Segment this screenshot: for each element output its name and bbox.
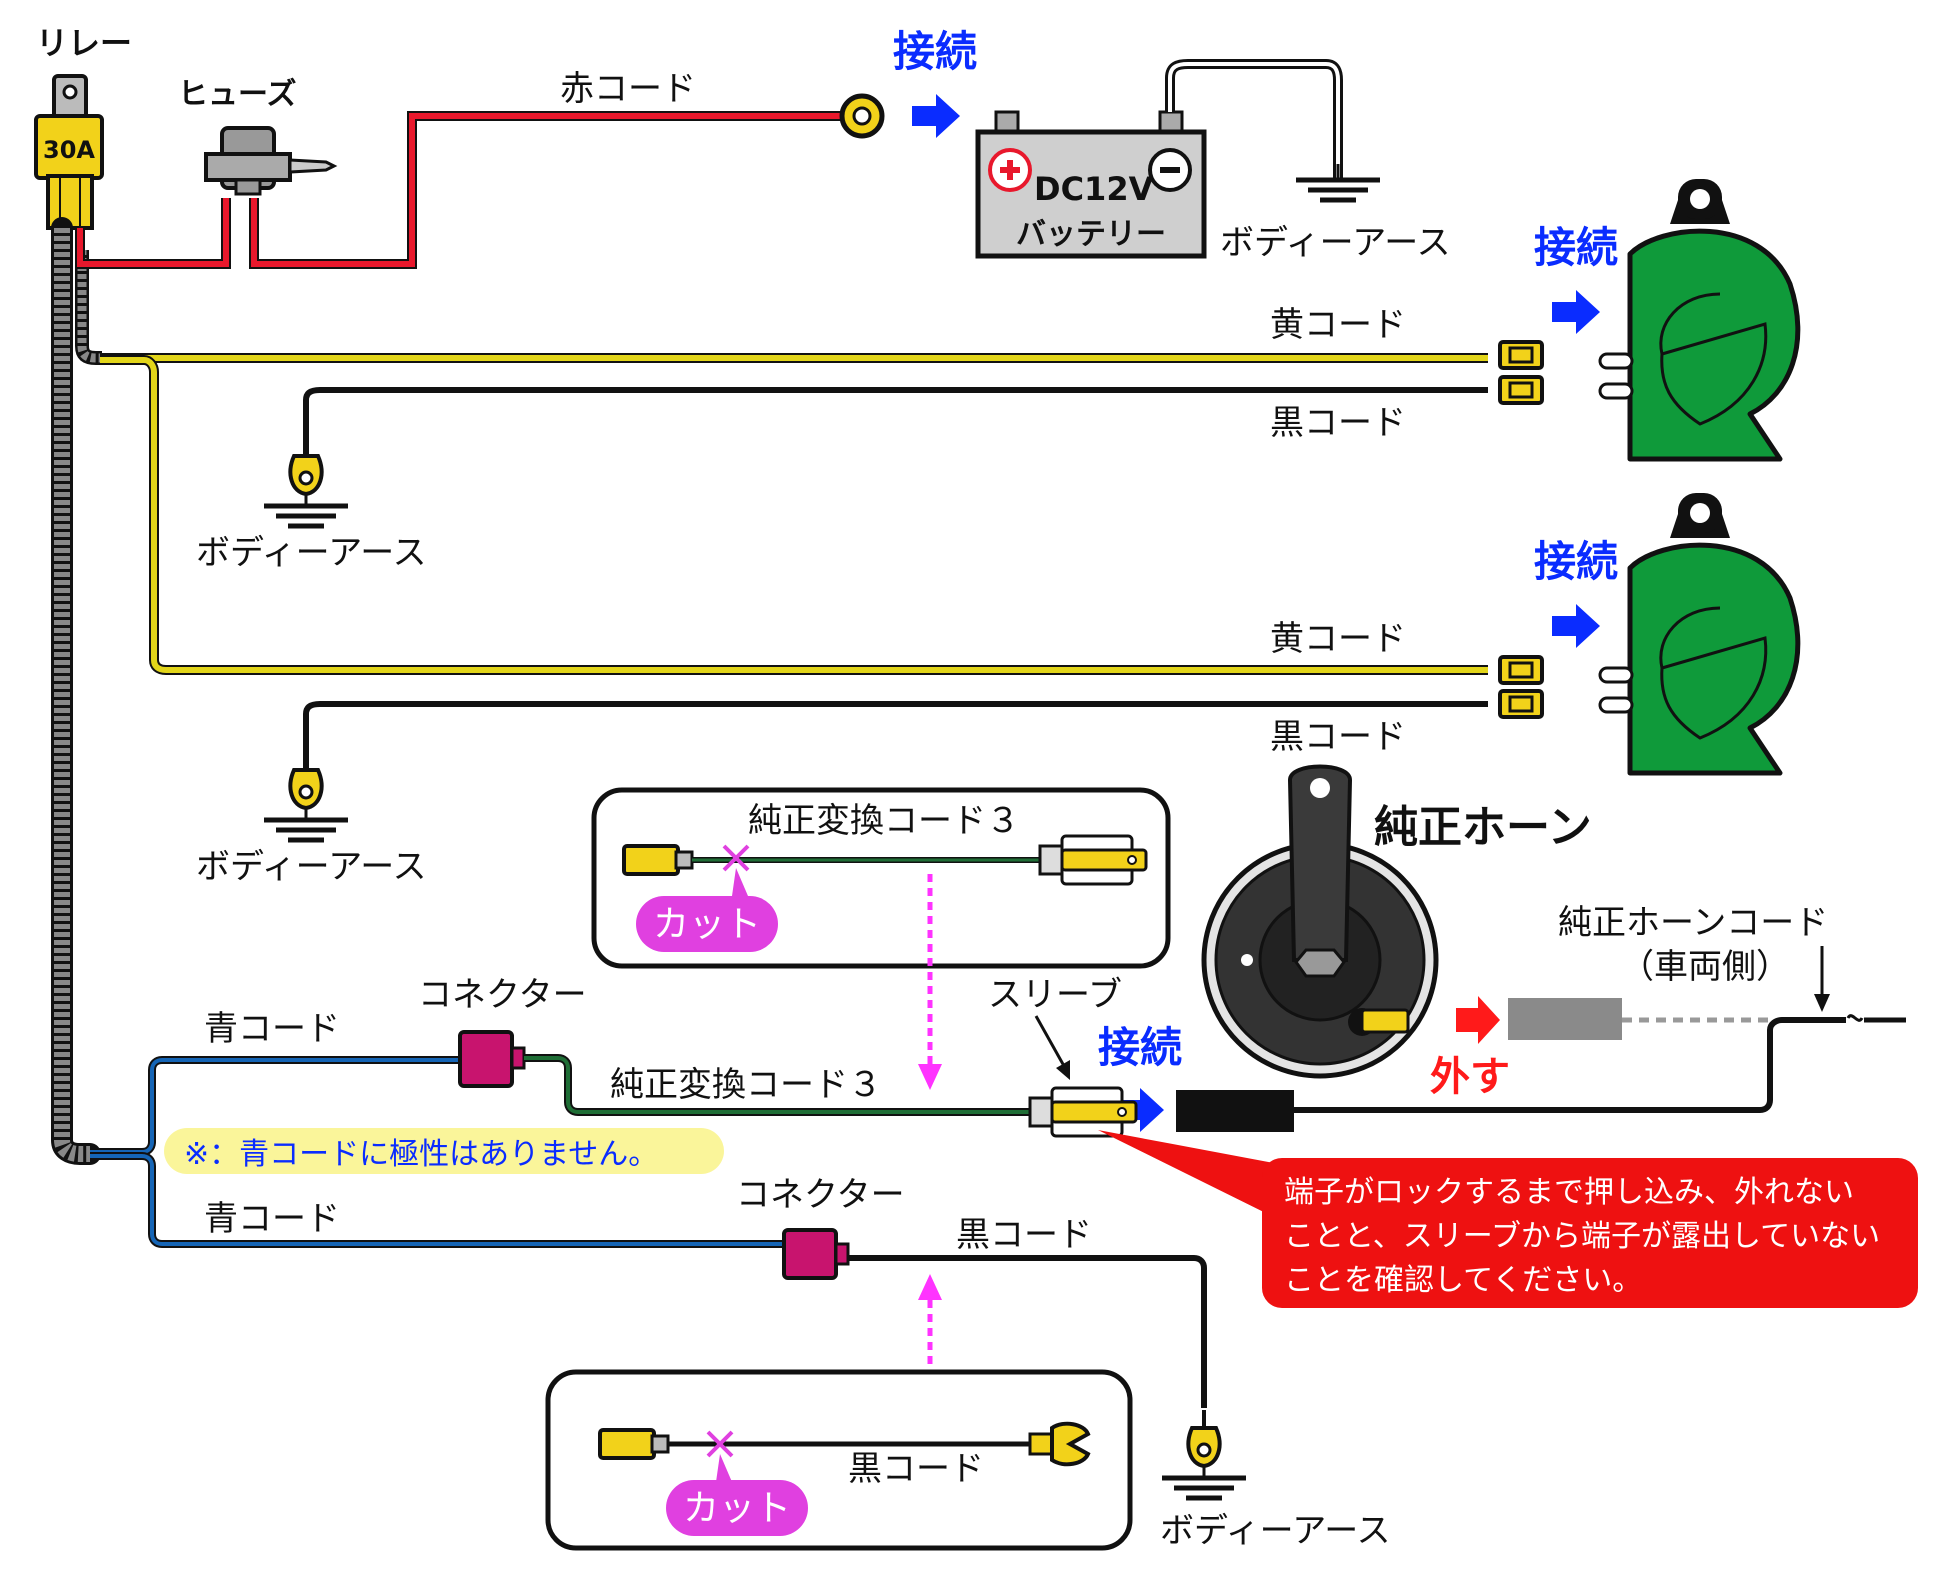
yellow-cord-label-1: 黄コード [1270, 305, 1406, 345]
cut-bubble-2 [666, 1480, 808, 1536]
body-earth-label-4: ボディーアース [1160, 1511, 1391, 1551]
cut-label-1: カット [653, 904, 761, 945]
black-wire-1 [303, 387, 1488, 464]
blue-cord-label-2: 青コード [204, 1199, 340, 1239]
polarity-note: ※：青コードに極性はありません。 [184, 1137, 658, 1172]
ground-icon [264, 438, 348, 526]
cut-bubble-1 [636, 896, 778, 952]
arrow-right-icon [1456, 996, 1500, 1044]
conv-cord-label-main: 純正変換コード３ [610, 1065, 882, 1105]
harness-tube [54, 228, 90, 1162]
connector-icon [782, 1228, 850, 1280]
vehicle-side-label: （車両側） [1620, 947, 1790, 987]
conv-cord-label-box: 純正変換コード３ [748, 801, 1020, 841]
connect-label-sleeve: 接続 [1098, 1023, 1182, 1072]
black-cord-label-2: 黒コード [1270, 717, 1406, 757]
connect-label-battery: 接続 [893, 27, 977, 76]
arrow-right-icon [912, 94, 960, 138]
arrow-up-icon [918, 1274, 942, 1300]
yellow-cord-label-2: 黄コード [1270, 619, 1406, 659]
black-wire-2 [303, 701, 1488, 778]
ground-icon [264, 752, 348, 840]
flat-terminal-icon [1498, 689, 1544, 719]
genuine-horn-cord-plug [1176, 1090, 1294, 1132]
connector-icon [458, 1030, 526, 1088]
connect-label-horn1: 接続 [1534, 223, 1618, 272]
ring-terminal-icon [839, 93, 885, 139]
genuine-horn-label: 純正ホーン [1374, 802, 1592, 853]
body-earth-label-1: ボディーアース [1220, 223, 1451, 263]
red-cord-label: 赤コード [560, 69, 696, 109]
genuine-horn-connector [1508, 998, 1622, 1040]
blue-cord-label-1: 青コード [204, 1009, 340, 1049]
genuine-horn-cord-label: 純正ホーンコード [1558, 903, 1828, 943]
black-cord-label-box: 黒コード [848, 1449, 984, 1489]
connect-label-horn2: 接続 [1534, 537, 1618, 586]
flat-terminal-icon [1498, 375, 1544, 405]
new-horn-label-1: 新設ホーン [1805, 267, 1944, 474]
black-cord-label-3: 黒コード [956, 1215, 1092, 1255]
red-wire-b [251, 113, 852, 267]
black-wire-3 [848, 1255, 1207, 1408]
connector-label-1: コネクター [418, 975, 587, 1015]
flat-terminal-icon [1498, 340, 1544, 370]
horn-icon [1600, 179, 1798, 459]
connector-label-2: コネクター [736, 1175, 905, 1215]
fuse-label: ヒューズ [178, 77, 297, 112]
horn-icon [1600, 493, 1798, 773]
remove-label: 外す [1430, 1054, 1510, 1100]
relay-icon: 30A [34, 74, 104, 230]
relay-rating: 30A [43, 136, 95, 164]
arrow-down-icon [918, 1064, 942, 1090]
warning-bubble [1262, 1158, 1918, 1308]
cut-label-2: カット [683, 1488, 791, 1529]
battery-icon [975, 110, 1207, 259]
polarity-note-bubble [164, 1128, 724, 1174]
ground-icon [1296, 164, 1380, 200]
body-earth-label-3: ボディーアース [196, 847, 427, 887]
battery-label: バッテリー [1016, 217, 1166, 252]
sleeve-terminal-icon [1038, 834, 1148, 886]
cut-mark-icon [722, 844, 750, 896]
horn-icon [1201, 764, 1439, 1079]
blue-wire-1 [90, 1058, 460, 1154]
warning-line-2: ことと、スリーブから端子が露出していない [1284, 1219, 1880, 1254]
fuse-icon [204, 126, 338, 196]
arrow-right-icon [1552, 604, 1600, 648]
sleeve-terminal-icon [1028, 1086, 1138, 1138]
arrow-right-icon [1552, 290, 1600, 334]
flat-terminal-icon [598, 1428, 670, 1460]
relay-label: リレー [36, 24, 132, 62]
sleeve-label: スリーブ [988, 975, 1122, 1015]
ground-icon [1162, 1410, 1246, 1498]
blue-wire-2 [90, 1154, 784, 1246]
yellow-wire-2 [100, 357, 1488, 673]
black-cord-label-1: 黒コード [1270, 403, 1406, 443]
new-horn-label-2: 新設ホーン [1910, 581, 1944, 788]
battery-voltage: DC12V [1034, 170, 1154, 208]
red-wire-a [77, 198, 229, 267]
ground-wire-battery [1168, 62, 1340, 180]
ring-terminal-icon [1028, 1421, 1091, 1467]
warning-line-3: ことを確認してください。 [1284, 1263, 1642, 1298]
green-wire-main [524, 1056, 1030, 1114]
vehicle-horn-cord [1294, 1017, 1846, 1113]
cut-mark-icon [706, 1430, 734, 1482]
warning-line-1: 端子がロックするまで押し込み、外れない [1284, 1175, 1854, 1210]
flat-terminal-icon [622, 844, 694, 876]
body-earth-label-2: ボディーアース [196, 533, 427, 573]
flat-terminal-icon [1498, 655, 1544, 685]
